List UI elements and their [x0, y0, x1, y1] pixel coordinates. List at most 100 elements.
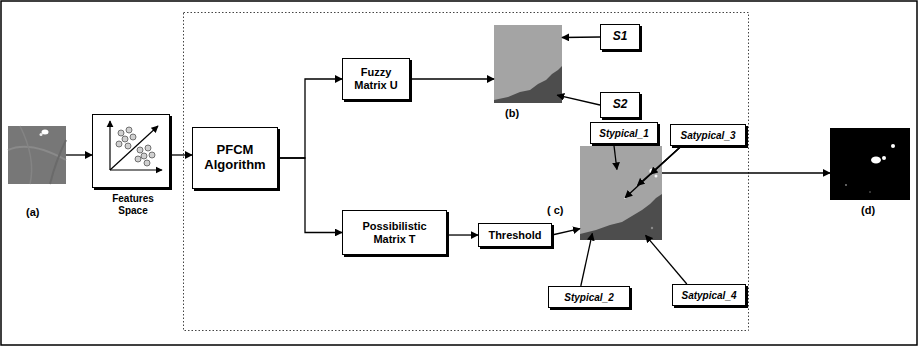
dotted-group-frame: [184, 13, 749, 331]
image-label: ( c): [546, 204, 565, 217]
detected-spot: [891, 144, 895, 148]
node-text: PFCM Algorithm: [197, 143, 273, 173]
image-ground: [830, 128, 910, 200]
plot-axis: [110, 126, 158, 170]
connector-path: [651, 146, 682, 174]
plot-axis: [110, 169, 162, 170]
region-tag: Stypical_2: [548, 286, 630, 308]
flow-arrow: [447, 235, 478, 236]
detected-spot: [845, 184, 847, 186]
flow-arrow: [625, 146, 681, 198]
image-label: (b): [504, 107, 520, 120]
node-text: Threshold: [488, 229, 541, 242]
flow-arrow: [410, 79, 494, 80]
connector-path: [170, 154, 192, 155]
connector-path: [552, 229, 580, 235]
data-point: [144, 160, 150, 166]
flow-arrow: [170, 154, 192, 155]
process-box: Threshold: [478, 223, 552, 247]
connector-path: [557, 95, 600, 105]
data-point: [141, 153, 147, 159]
atypical-spot: [651, 227, 653, 229]
calcification-spot: [40, 133, 43, 136]
input-image: (a): [8, 126, 66, 184]
connector-path: [278, 158, 342, 233]
data-point: [135, 156, 141, 162]
scatter-plot: [110, 121, 162, 170]
detection-result-image: [830, 128, 910, 200]
data-point: [149, 152, 155, 158]
connector-path: [662, 172, 830, 173]
region-tag: Stypical_1: [590, 122, 658, 144]
output-image: (b): [494, 25, 562, 103]
process-box: PFCM Algorithm: [192, 127, 278, 189]
detected-spot: [869, 191, 871, 193]
connector-path: [447, 234, 478, 235]
node-text: Stypical_2: [564, 292, 613, 303]
region-tag: S2: [600, 92, 640, 118]
flow-arrow: [557, 95, 600, 105]
data-point: [126, 127, 132, 133]
process-box: Possibilistic Matrix T: [342, 210, 447, 255]
data-point: [116, 141, 122, 147]
tissue-texture: [50, 140, 66, 184]
flow-arrow: [662, 172, 830, 173]
process-box: Fuzzy Matrix U: [342, 58, 410, 100]
possibilistic-segmentation-image: [580, 146, 662, 240]
data-point: [122, 136, 128, 142]
output-image: ( c): [580, 146, 662, 240]
flow-arrow: [581, 233, 593, 286]
connector-path: [625, 146, 681, 198]
data-point: [130, 134, 136, 140]
data-point: [125, 143, 131, 149]
data-point: [118, 130, 124, 136]
image-label: (a): [25, 206, 40, 219]
connector-path: [278, 79, 342, 158]
flow-arrow: [562, 37, 600, 38]
plot-axis: [109, 121, 110, 170]
detected-spot: [871, 157, 881, 164]
data-point: [145, 145, 151, 151]
node-text: S2: [613, 98, 628, 111]
node-text: Satypical_4: [681, 290, 736, 301]
connector-path: [646, 235, 687, 284]
flow-arrow: [646, 235, 687, 284]
image-label: Features Space: [102, 193, 164, 216]
dark-region: [494, 66, 562, 103]
detected-spot: [882, 156, 886, 160]
fuzzy-segmentation-image: [494, 25, 562, 103]
image-ground: [580, 146, 662, 240]
flow-arrow: [66, 155, 92, 156]
image-label: (d): [860, 204, 876, 217]
calcification-spot: [42, 130, 49, 135]
image-ground: [494, 25, 562, 103]
node-text: Satypical_3: [680, 130, 735, 141]
connector-path: [66, 154, 92, 155]
flow-arrow: [614, 144, 617, 170]
node-text: Stypical_1: [599, 128, 648, 139]
connector-path: [614, 144, 617, 170]
region-tag: Satypical_3: [670, 124, 746, 146]
flow-arrow: [278, 79, 342, 158]
output-image: (d): [830, 128, 910, 200]
connector-path: [410, 78, 494, 79]
region-tag: Satypical_4: [672, 284, 746, 306]
connector-path: [562, 36, 600, 38]
region-tag: S1: [600, 24, 640, 50]
dark-region: [580, 194, 662, 240]
data-point: [137, 147, 143, 153]
feature-space-box: Features Space: [92, 114, 170, 188]
node-text: Fuzzy Matrix U: [347, 66, 405, 91]
connector-path: [637, 146, 681, 185]
tissue-texture: [20, 126, 32, 184]
flow-arrow: [552, 229, 580, 235]
image-ground: [8, 126, 66, 184]
mammogram-image: [8, 126, 66, 184]
node-text: Possibilistic Matrix T: [347, 220, 442, 245]
connector-path: [581, 233, 593, 286]
node-text: S1: [613, 30, 628, 43]
